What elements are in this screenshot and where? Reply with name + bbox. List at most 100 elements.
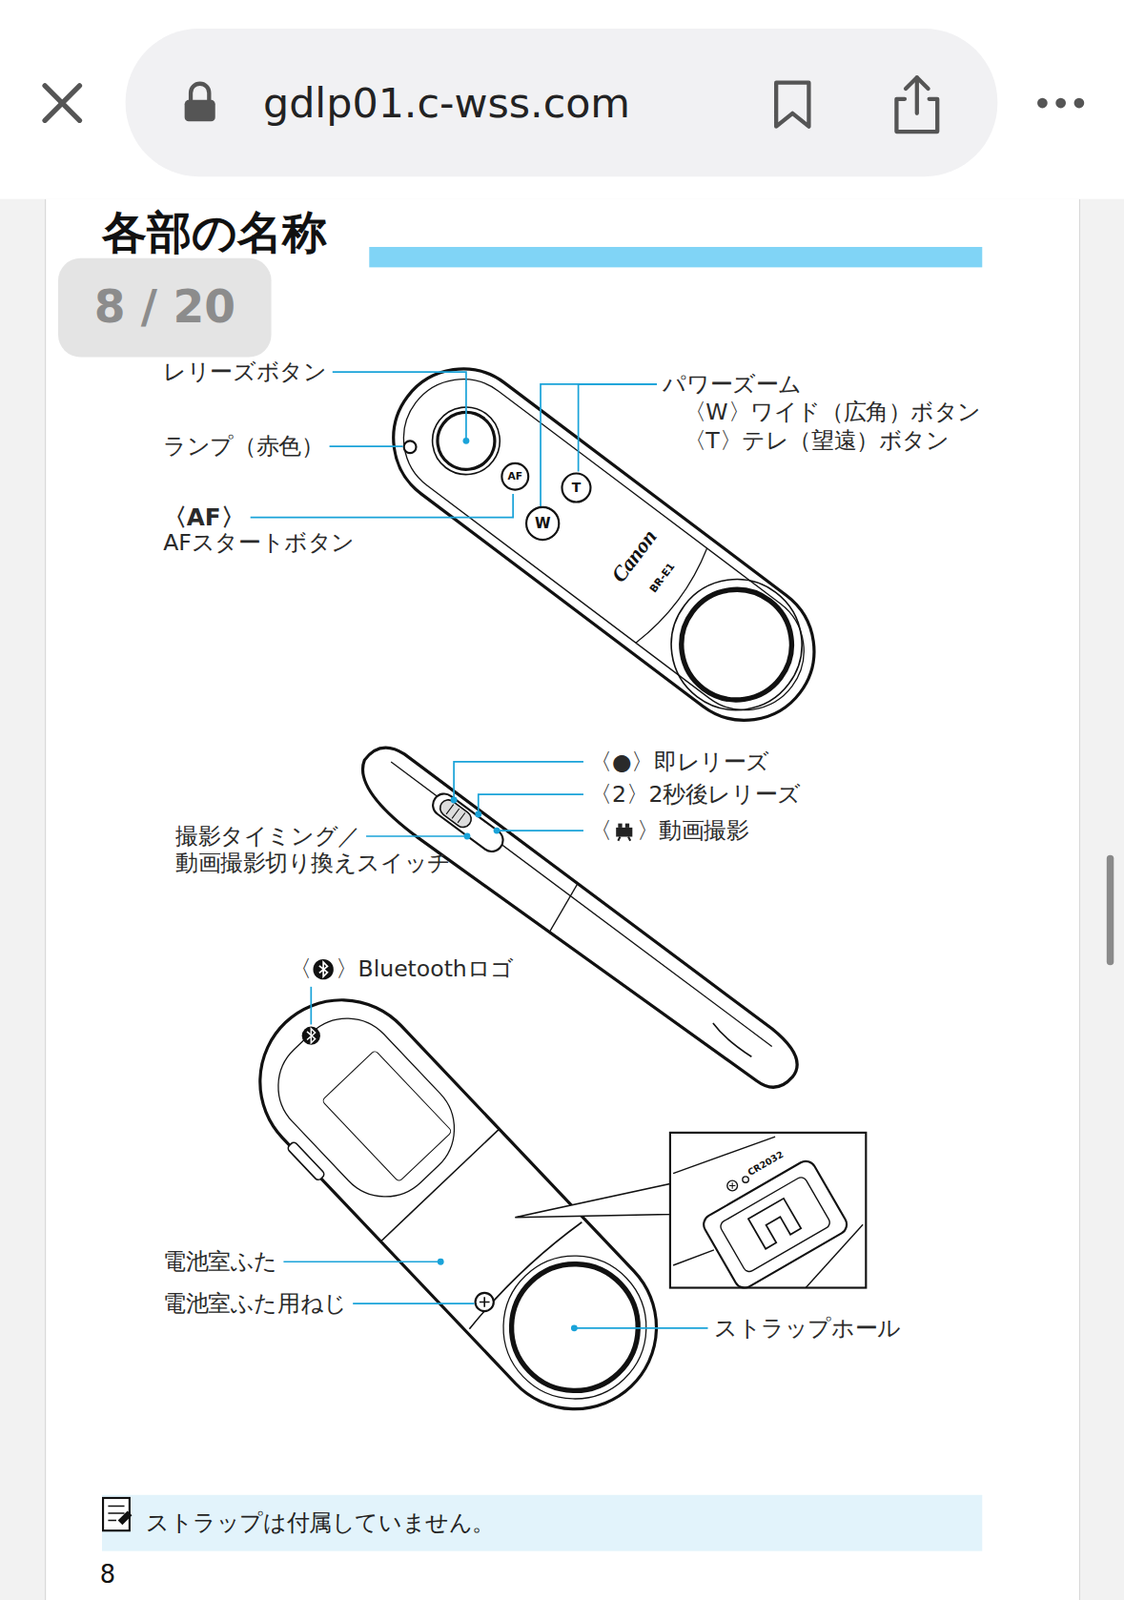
part-label: 電池室ふた用ねじ bbox=[163, 1290, 348, 1317]
leader-dot bbox=[474, 811, 482, 818]
battery-cover-edge bbox=[466, 1218, 583, 1329]
label-group: 〈〉Bluetoothロゴ bbox=[288, 956, 514, 983]
mode-switch bbox=[428, 789, 508, 857]
part-label: 〈2〉2秒後レリーズ bbox=[589, 781, 800, 808]
movie-icon bbox=[613, 818, 636, 842]
label-group: AFスタートボタン bbox=[163, 529, 355, 556]
lock-icon bbox=[184, 83, 216, 123]
scrollbar bbox=[1106, 855, 1114, 966]
label-group: 〈2〉2秒後レリーズ bbox=[589, 781, 800, 809]
part-label: 電池室ふた bbox=[163, 1248, 278, 1275]
leader-dot bbox=[464, 833, 471, 840]
node-text: gdlp01.c-wss.com bbox=[263, 79, 631, 126]
inset-callout bbox=[514, 1183, 671, 1217]
leader-line bbox=[329, 445, 404, 448]
leader-line bbox=[578, 384, 657, 471]
cover-screw bbox=[475, 1292, 494, 1311]
note-icon bbox=[102, 1497, 131, 1531]
leader-dot bbox=[450, 797, 458, 804]
label-group: ストラップホール bbox=[714, 1314, 901, 1342]
label-group: 〈T〉テレ（望遠）ボタン bbox=[683, 427, 950, 454]
leader-line bbox=[540, 384, 657, 508]
icon-holder bbox=[311, 958, 335, 981]
label-group: ランプ（赤色） bbox=[163, 433, 324, 461]
note-band: ストラップは付属していません。 bbox=[102, 1494, 982, 1552]
icon-holder bbox=[613, 818, 636, 842]
part-label: レリーズボタン bbox=[163, 359, 327, 386]
battery-inset bbox=[670, 1132, 866, 1292]
note-band bbox=[102, 1494, 982, 1552]
bluetooth-logo-mark bbox=[302, 1026, 321, 1045]
leader-line bbox=[309, 986, 312, 1025]
node-text: ストラップは付属していません。 bbox=[145, 1510, 495, 1536]
node-text: W bbox=[534, 514, 552, 532]
leader-line bbox=[283, 1260, 441, 1263]
part-label: ランプ（赤色） bbox=[163, 433, 324, 460]
part-label: AFスタートボタン bbox=[163, 529, 355, 555]
af-button: AF bbox=[500, 462, 530, 491]
top-plate bbox=[257, 997, 476, 1218]
leader-dot bbox=[437, 1258, 445, 1266]
part-label: 撮影タイミング／ 動画撮影切り換えスイッチ bbox=[175, 823, 451, 877]
label-group: 〈●〉即レリーズ bbox=[589, 748, 770, 776]
label-group: レリーズボタン bbox=[163, 359, 327, 387]
leader-line bbox=[332, 371, 467, 441]
remote-side-joint bbox=[545, 883, 584, 932]
label-group: 撮影タイミング／ 動画撮影切り換えスイッチ bbox=[175, 823, 482, 878]
label-group: パワーズーム bbox=[662, 371, 802, 399]
page-edge bbox=[44, 199, 46, 1600]
switch-ridges bbox=[446, 804, 466, 823]
address-pill bbox=[125, 28, 999, 177]
bluetooth-icon-rune bbox=[319, 961, 328, 977]
battery-cover-edge bbox=[381, 1129, 499, 1241]
movie-icon-reel bbox=[617, 823, 622, 828]
part-label: 〈●〉即レリーズ bbox=[589, 748, 770, 775]
node-text: 8 / 20 bbox=[94, 282, 236, 334]
remote-back-view bbox=[223, 965, 691, 1446]
part-label: 〈W〉ワイド（広角）ボタン bbox=[683, 398, 981, 425]
leader-line bbox=[496, 829, 584, 832]
bluetooth-icon bbox=[311, 958, 335, 981]
remote-side-groove bbox=[710, 1022, 755, 1058]
movie-icon-body bbox=[615, 827, 633, 838]
title-bar bbox=[368, 246, 982, 267]
close-icon bbox=[44, 85, 80, 121]
node-text: T bbox=[572, 480, 581, 496]
tele-button: T bbox=[560, 471, 592, 503]
label-group: 電池室ふた用ねじ bbox=[163, 1290, 348, 1318]
leader-line bbox=[352, 1302, 474, 1305]
page-edge bbox=[1079, 199, 1081, 1600]
lamp bbox=[404, 440, 417, 453]
leader-line bbox=[478, 794, 584, 815]
part-label: 〈 bbox=[288, 956, 312, 983]
bluetooth-icon-disc bbox=[312, 959, 333, 980]
part-label: 〈 bbox=[589, 817, 613, 844]
side-switch bbox=[286, 1141, 327, 1182]
browser-header bbox=[0, 0, 1124, 200]
page-title: 各部の名称 bbox=[102, 208, 327, 256]
share-icon bbox=[896, 77, 938, 132]
strap-hole bbox=[659, 567, 815, 722]
pdf-page bbox=[45, 199, 1080, 1600]
label-group: 8 bbox=[100, 1560, 116, 1588]
label-group: 〈W〉ワイド（広角）ボタン bbox=[683, 398, 981, 426]
leader-line bbox=[366, 835, 468, 838]
label-group: 〈〉動画撮影 bbox=[589, 817, 749, 844]
part-label: パワーズーム bbox=[662, 371, 802, 398]
address-bar: gdlp01.c-wss.com bbox=[125, 28, 999, 177]
leader-dot bbox=[493, 827, 501, 835]
part-label: ストラップホール bbox=[714, 1314, 901, 1341]
part-label: 〈T〉テレ（望遠）ボタン bbox=[683, 427, 950, 453]
switch-slider bbox=[436, 797, 474, 831]
remote-bevel bbox=[635, 548, 715, 648]
part-label: 〉Bluetoothロゴ bbox=[335, 956, 514, 983]
label-group: 電池室ふた bbox=[163, 1248, 278, 1276]
movie-icon-reel bbox=[625, 823, 630, 828]
leader-dot bbox=[463, 437, 471, 445]
part-label: 〈AF〉 bbox=[163, 504, 245, 532]
menu-dots bbox=[1037, 98, 1084, 109]
page-number: 8 bbox=[100, 1559, 116, 1589]
bookmark-icon bbox=[776, 82, 809, 127]
